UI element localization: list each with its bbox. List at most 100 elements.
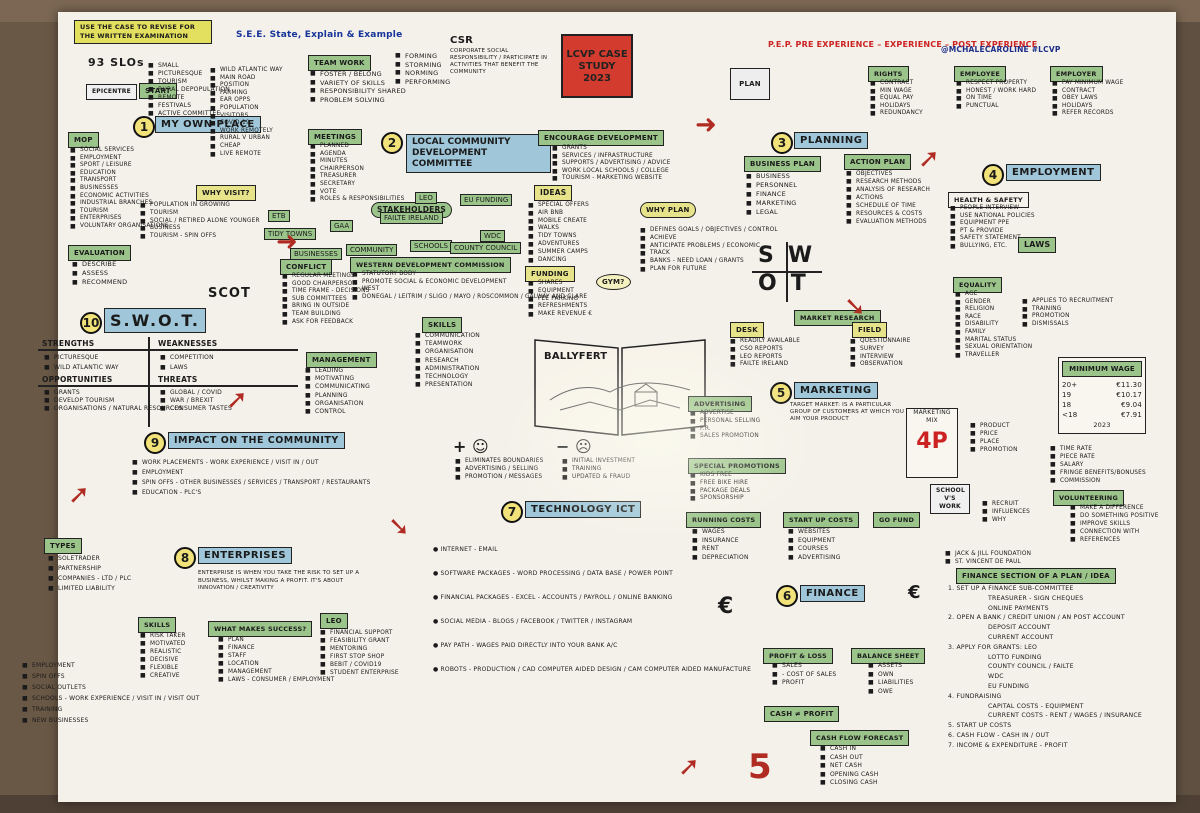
wage-age: 20+ bbox=[1062, 381, 1078, 389]
list-item: LAWS bbox=[160, 363, 214, 373]
list-item: CONTRACT bbox=[1052, 88, 1124, 96]
finance-section-label: FINANCE SECTION OF A PLAN / IDEA bbox=[956, 568, 1116, 584]
list-item: FRINGE BENEFITS/BONUSES bbox=[1050, 469, 1146, 477]
list-item: BUSINESSES bbox=[70, 185, 169, 193]
list-item: COMPETITION bbox=[160, 353, 214, 363]
recruit-list: PEOPLE INTERVIEWUSE NATIONAL POLICIESEQU… bbox=[950, 205, 1035, 251]
finance-step: 3. APPLY FOR GRANTS: LEO bbox=[948, 643, 1038, 651]
list-item: CSO REPORTS bbox=[730, 346, 800, 354]
list-item: PERSONNEL bbox=[746, 181, 797, 190]
list-item: EDUCATION - PLC'S bbox=[132, 488, 371, 498]
conflict-list: REGULAR MEETINGSGOOD CHAIRPERSONTIME FRA… bbox=[282, 273, 370, 326]
wage-rate: €7.91 bbox=[1120, 411, 1142, 419]
promotions-list: KIDS FREEFREE BIKE HIREPACKAGE DEALSSPON… bbox=[690, 472, 750, 503]
list-item: LEO REPORTS bbox=[730, 354, 800, 362]
list-item: LEGAL bbox=[746, 208, 797, 217]
list-item: WORK REMOTELY bbox=[210, 128, 283, 136]
list-item: ASSETS bbox=[868, 662, 913, 671]
list-item: SECRETARY bbox=[310, 181, 405, 189]
list-item: PICTURESQUE bbox=[148, 70, 230, 78]
list-item: MARKETING bbox=[746, 199, 797, 208]
list-item: EAR OPPS bbox=[210, 97, 283, 105]
list-item: IMPROVE SKILLS bbox=[1070, 520, 1159, 528]
list-item: QUESTIONNAIRE bbox=[850, 338, 911, 346]
finance-step: TREASURER - SIGN CHEQUES bbox=[988, 594, 1084, 602]
list-item: RECRUIT bbox=[982, 500, 1030, 508]
list-item: SPIN OFFS - OTHER BUSINESSES / SERVICES … bbox=[132, 478, 371, 488]
list-item: REGULAR MEETINGS bbox=[282, 273, 370, 281]
list-item: PRODUCT bbox=[970, 422, 1018, 430]
school-vs-work: SCHOOL V'S WORK bbox=[930, 484, 970, 514]
list-item: WALKS bbox=[528, 225, 589, 233]
arrow-icon: ➘ bbox=[844, 292, 866, 322]
wage-rate: €9.04 bbox=[1120, 401, 1142, 409]
list-item: WILD ATLANTIC WAY bbox=[44, 363, 119, 373]
lcvp-case-study-title: LCVP CASE STUDY 2023 bbox=[561, 34, 633, 98]
list-item: FIRST STOP SHOP bbox=[320, 653, 399, 661]
list-item: WEBSITES bbox=[788, 528, 841, 537]
pay-types-list: TIME RATEPIECE RATESALARYFRINGE BENEFITS… bbox=[1050, 445, 1146, 485]
wage-rate: €11.30 bbox=[1116, 381, 1142, 389]
list-item: REFERENCES bbox=[1070, 536, 1159, 544]
list-item: CONSUMER TASTES bbox=[160, 405, 232, 413]
funding-list: SHARESEQUIPMENTFEE PARKINGREFRESHMENTSMA… bbox=[528, 280, 592, 319]
list-item: CONTRACT bbox=[870, 80, 923, 88]
list-item: MOTIVATED bbox=[140, 640, 186, 648]
list-item: OWE bbox=[868, 688, 913, 697]
list-item: ROLES & RESPONSIBILITIES bbox=[310, 196, 405, 204]
list-item: BEBIT / COVID19 bbox=[320, 661, 399, 669]
list-item: AGENDA bbox=[310, 151, 405, 159]
startup-list: WEBSITESEQUIPMENTCOURSESADVERTISING bbox=[788, 528, 841, 562]
list-item: PROMOTION bbox=[970, 446, 1018, 454]
section-6-title: FINANCE bbox=[800, 585, 865, 602]
section-10-number: 10 bbox=[80, 312, 102, 334]
stakeholder-tag: FAILTE IRELAND bbox=[380, 212, 443, 224]
school-work-list: RECRUITINFLUENCESWHY bbox=[982, 500, 1030, 524]
section-1-number: 1 bbox=[133, 116, 155, 138]
five-marker: 5 bbox=[748, 747, 772, 787]
use-case-note: USE THE CASE TO REVISE FOR THE WRITTEN E… bbox=[74, 20, 212, 44]
success-label: WHAT MAKES SUCCESS? bbox=[208, 621, 313, 637]
success-list: PLANFINANCESTAFFLOCATIONMANAGEMENTLAWS -… bbox=[218, 636, 335, 684]
list-item: ADVENTURES bbox=[528, 241, 589, 249]
list-item: TOURISM bbox=[148, 78, 230, 86]
list-item: LIMITED LIABILITY bbox=[48, 584, 131, 594]
list-item: SALARY bbox=[1050, 461, 1146, 469]
wage-age: 18 bbox=[1062, 401, 1072, 409]
list-item: USE NATIONAL POLICIES bbox=[950, 213, 1035, 221]
list-item: COMMISSION bbox=[1050, 477, 1146, 485]
list-item: FEASIBILITY GRANT bbox=[320, 637, 399, 645]
list-item: MARITAL STATUS bbox=[955, 337, 1032, 345]
list-item: TOURISM bbox=[140, 210, 260, 218]
list-item: TOURISM bbox=[70, 208, 169, 216]
list-item: COURSES bbox=[788, 545, 841, 554]
list-item: INTERVIEW bbox=[850, 354, 911, 362]
list-item: PAY MINIMUM WAGE bbox=[1052, 80, 1124, 88]
voluntary-list: JACK & JILL FOUNDATIONST. VINCENT DE PAU… bbox=[945, 550, 1031, 566]
technology-item: ● SOFTWARE PACKAGES - WORD PROCESSING / … bbox=[433, 570, 673, 577]
list-item: PUNCTUAL bbox=[956, 103, 1036, 111]
why-visit-label: WHY VISIT? bbox=[196, 185, 256, 201]
list-item: KIDS FREE bbox=[690, 472, 750, 480]
target-market-text: TARGET MARKET: IS A PARTICULAR GROUP OF … bbox=[790, 402, 905, 422]
list-item: SOCIAL SERVICES bbox=[70, 147, 169, 155]
list-item: OBJECTIVES bbox=[846, 170, 930, 178]
list-item: WHY bbox=[982, 516, 1030, 524]
finance-step: 7. INCOME & EXPENDITURE - PROFIT bbox=[948, 741, 1068, 749]
own-place-list: WILD ATLANTIC WAYMAIN ROADPOSITIONFARMIN… bbox=[210, 67, 283, 158]
handle-text: @MCHALECAROLINE #LCVP bbox=[941, 45, 1061, 54]
list-item: ORGANISATION bbox=[305, 400, 370, 408]
finance-step: CURRENT COSTS - RENT / WAGES / INSURANCE bbox=[988, 712, 1142, 720]
ballyfert-book-drawing: BALLYFERT bbox=[530, 330, 710, 438]
stakeholder-tag: GAA bbox=[330, 220, 354, 232]
list-item: PERFORMING bbox=[395, 78, 450, 87]
section-7-number: 7 bbox=[501, 501, 523, 523]
list-item: RESPECT PROPERTY bbox=[956, 80, 1036, 88]
list-item: PIECE RATE bbox=[1050, 453, 1146, 461]
section-3-number: 3 bbox=[771, 132, 793, 154]
list-item: RESPONSIBILITY SHARED bbox=[310, 87, 406, 96]
list-item: ASSESS bbox=[72, 269, 127, 278]
advertising-label: ADVERTISING bbox=[688, 396, 752, 412]
min-wage-title: MINIMUM WAGE bbox=[1062, 361, 1142, 377]
